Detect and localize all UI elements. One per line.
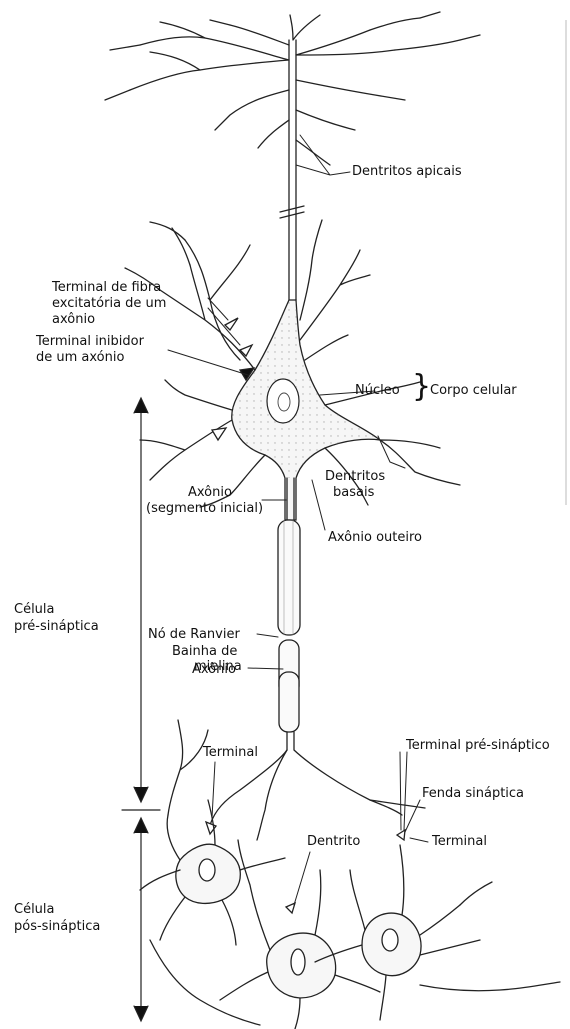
label-axonio-outeiro: Axônio outeiro <box>328 530 422 546</box>
label-terminal-right: Terminal <box>432 834 487 850</box>
label-dentritos-basais-1: Dentritos <box>325 469 385 485</box>
nucleus <box>267 379 299 423</box>
label-celula-pre-1: Célula <box>14 602 55 618</box>
label-fenda-sinaptica: Fenda sináptica <box>422 786 524 802</box>
label-terminal-left: Terminal <box>203 745 258 761</box>
excitatory-terminal <box>225 318 238 330</box>
label-nucleo: Núcleo <box>355 383 400 399</box>
label-bainha-1: Bainha de <box>172 644 237 660</box>
label-axonio-inicial-2: (segmento inicial) <box>146 501 263 517</box>
myelin-sheath-1 <box>278 520 300 635</box>
label-no-ranvier: Nó de Ranvier <box>148 627 240 643</box>
leader-lines <box>168 135 428 905</box>
label-terminal-fibra-3: axônio <box>52 312 95 328</box>
label-terminal-inibidor-2: de um axónio <box>36 350 124 366</box>
brace-corpo-celular: } <box>412 372 431 402</box>
label-dentritos-basais-2: basais <box>333 485 374 501</box>
label-celula-pos-2: pós-sináptica <box>14 919 100 935</box>
scale-arrows <box>122 398 160 1021</box>
apical-dendrite-branches <box>105 12 480 165</box>
postsynaptic-cell-right <box>315 845 480 1020</box>
apical-break-mark <box>280 206 304 218</box>
label-corpo-celular: Corpo celular <box>430 383 517 399</box>
excitatory-terminal-3 <box>212 428 226 440</box>
label-dentritos-apicais: Dentritos apicais <box>352 164 462 180</box>
label-axonio: Axônio <box>192 662 236 678</box>
apical-dendrite-trunk <box>289 40 296 300</box>
label-celula-pre-2: pré-sináptica <box>14 619 99 635</box>
label-terminal-inibidor-1: Terminal inibidor <box>36 334 144 350</box>
label-axonio-inicial-1: Axônio <box>188 485 232 501</box>
myelin-sheath-3 <box>279 672 299 732</box>
label-terminal-fibra-1: Terminal de fibra <box>52 280 161 296</box>
label-celula-pos-1: Célula <box>14 902 55 918</box>
label-terminal-presinaptico: Terminal pré-sináptico <box>406 738 550 754</box>
label-dentrito: Dentrito <box>307 834 360 850</box>
presynaptic-terminal-right <box>397 830 405 840</box>
label-terminal-fibra-2: excitatória de um <box>52 296 166 312</box>
